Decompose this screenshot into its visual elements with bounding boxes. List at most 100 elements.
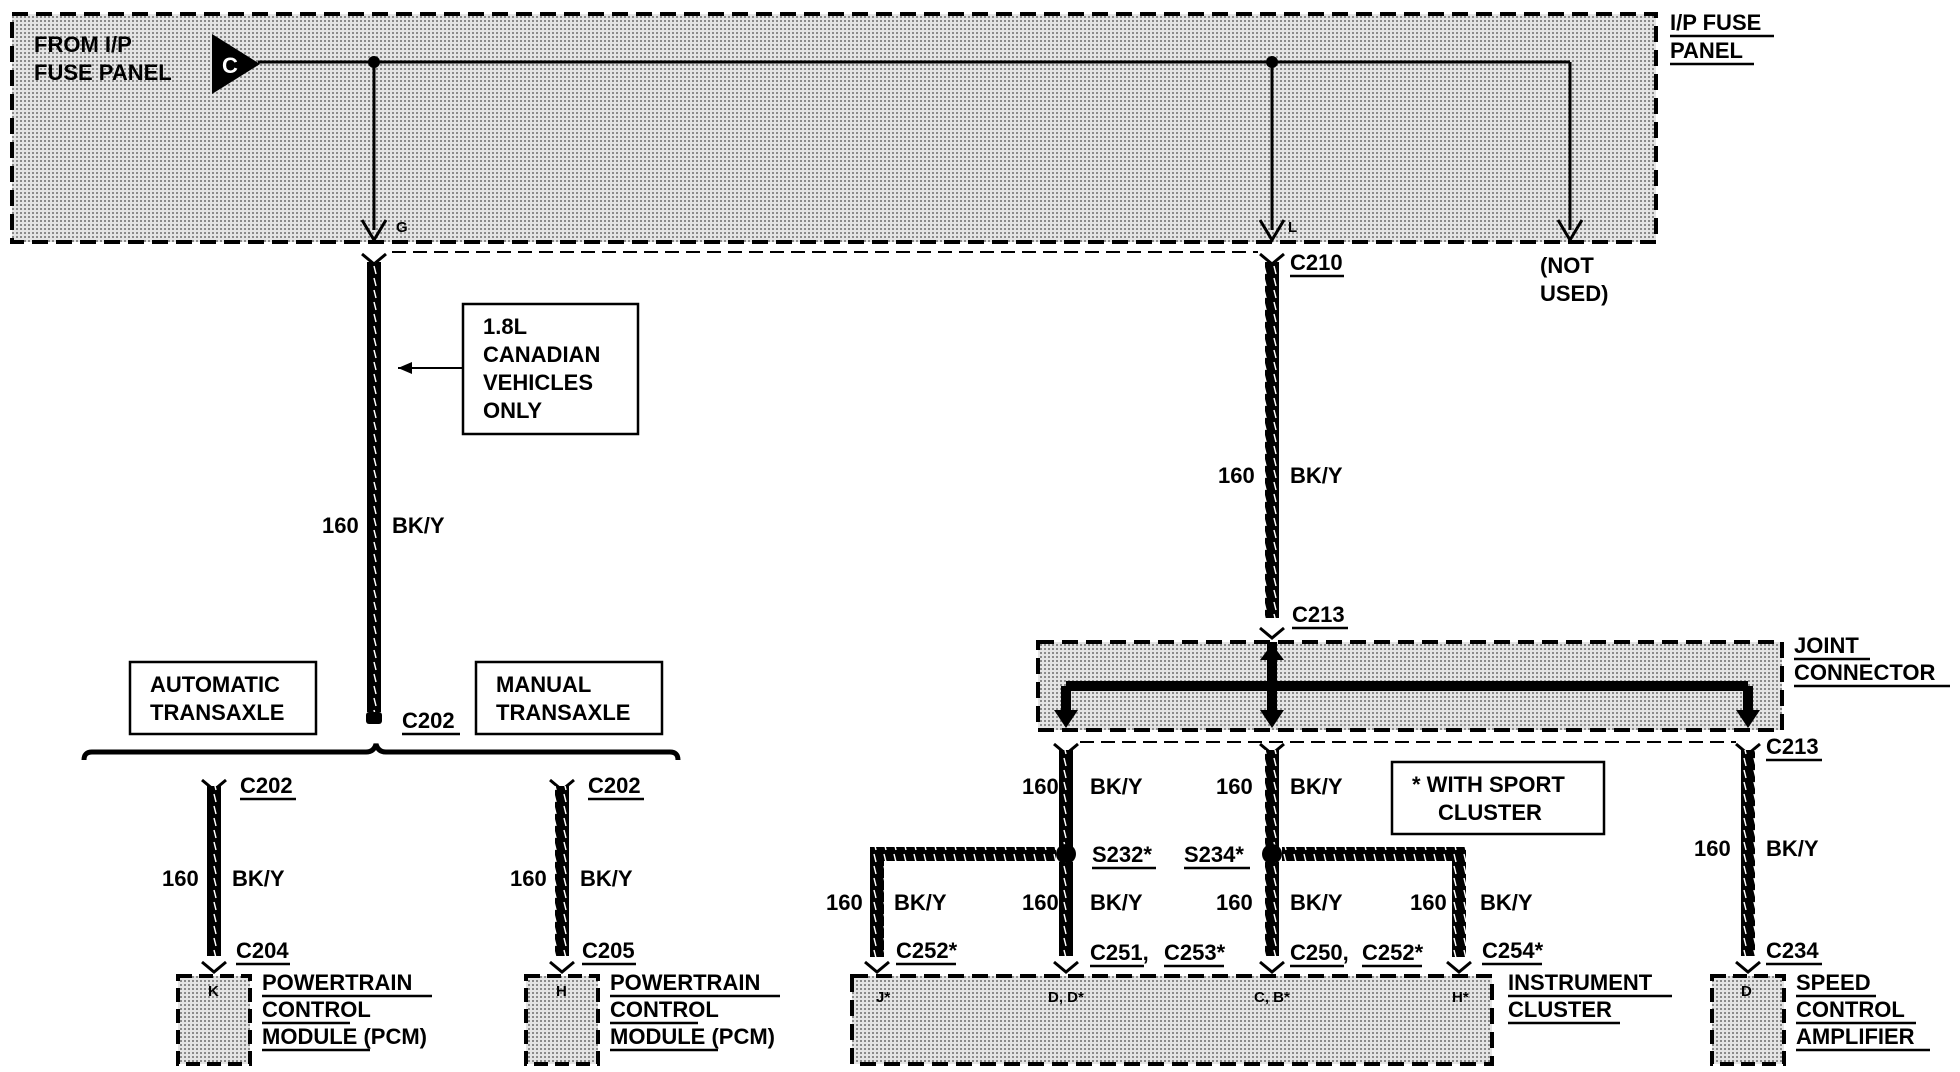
wire-drop-s234 bbox=[1259, 742, 1285, 850]
wire-s234-to-cluster bbox=[1259, 862, 1285, 974]
sport-cluster-note-box: * WITH SPORT CLUSTER bbox=[1390, 760, 1606, 836]
s234-drop-color: BK/Y bbox=[1290, 774, 1343, 799]
svg-text:I/P FUSE: I/P FUSE bbox=[1670, 10, 1761, 35]
pcm2-color: BK/Y bbox=[580, 866, 633, 891]
svg-text:J*: J* bbox=[876, 989, 890, 1006]
speed-control-connector: D bbox=[1710, 974, 1786, 1066]
right-main-color: BK/Y bbox=[1290, 463, 1343, 488]
from-ip-line1: FROM I/P bbox=[34, 32, 132, 57]
pcm1-gauge: 160 bbox=[162, 866, 199, 891]
j-branch-color: BK/Y bbox=[894, 890, 947, 915]
not-used-line2: USED) bbox=[1540, 281, 1608, 306]
svg-text:D, D*: D, D* bbox=[1048, 989, 1084, 1006]
c252-star-j: C252* bbox=[896, 938, 958, 963]
h-branch-gauge: 160 bbox=[1410, 890, 1447, 915]
svg-text:CLUSTER: CLUSTER bbox=[1438, 800, 1542, 825]
wire-to-pcm-c204 bbox=[201, 778, 227, 974]
pcm-label-1: POWERTRAIN CONTROL MODULE (PCM) bbox=[262, 970, 432, 1052]
pcm-label-2: POWERTRAIN CONTROL MODULE (PCM) bbox=[610, 970, 780, 1052]
c250: C250, bbox=[1290, 940, 1349, 965]
svg-text:INSTRUMENT: INSTRUMENT bbox=[1508, 970, 1653, 995]
svg-text:AUTOMATIC: AUTOMATIC bbox=[150, 672, 280, 697]
s232-label: S232* bbox=[1092, 842, 1152, 867]
left-main-color: BK/Y bbox=[392, 513, 445, 538]
svg-text:MODULE (PCM): MODULE (PCM) bbox=[262, 1024, 427, 1049]
splice-s234 bbox=[1262, 844, 1282, 864]
s232-drop-gauge: 160 bbox=[1022, 774, 1059, 799]
svg-text:CONNECTOR: CONNECTOR bbox=[1794, 660, 1935, 685]
c213-right: C213 bbox=[1766, 734, 1819, 759]
instrument-cluster-title: INSTRUMENT CLUSTER bbox=[1508, 970, 1672, 1025]
s234-label: S234* bbox=[1184, 842, 1244, 867]
wire-left-main bbox=[361, 252, 462, 724]
c254-star: C254* bbox=[1482, 938, 1544, 963]
svg-text:H: H bbox=[556, 983, 567, 1000]
svg-text:D: D bbox=[1741, 983, 1752, 1000]
ip-fuse-panel-title: I/P FUSE PANEL bbox=[1670, 10, 1774, 66]
c202-right: C202 bbox=[588, 773, 641, 798]
c202-left: C202 bbox=[240, 773, 293, 798]
svg-text:ONLY: ONLY bbox=[483, 398, 542, 423]
c213-top: C213 bbox=[1292, 602, 1345, 627]
svg-text:POWERTRAIN: POWERTRAIN bbox=[262, 970, 412, 995]
c210: C210 bbox=[1290, 250, 1343, 275]
c234: C234 bbox=[1766, 938, 1819, 963]
d-branch-gauge: 160 bbox=[1022, 890, 1059, 915]
c-branch-gauge: 160 bbox=[1216, 890, 1253, 915]
c204: C204 bbox=[236, 938, 289, 963]
automatic-transaxle-box: AUTOMATIC TRANSAXLE bbox=[128, 660, 318, 736]
svg-text:AMPLIFIER: AMPLIFIER bbox=[1796, 1024, 1915, 1049]
svg-text:SPEED: SPEED bbox=[1796, 970, 1871, 995]
svg-text:POWERTRAIN: POWERTRAIN bbox=[610, 970, 760, 995]
right-main-gauge: 160 bbox=[1218, 463, 1255, 488]
instrument-cluster-connector: J* D, D* C, B* H* bbox=[850, 974, 1494, 1066]
svg-text:VEHICLES: VEHICLES bbox=[483, 370, 593, 395]
c-branch-color: BK/Y bbox=[1290, 890, 1343, 915]
canadian-note-box: 1.8L CANADIAN VEHICLES ONLY bbox=[461, 302, 640, 436]
svg-text:PANEL: PANEL bbox=[1670, 38, 1743, 63]
left-main-gauge: 160 bbox=[322, 513, 359, 538]
svg-text:MANUAL: MANUAL bbox=[496, 672, 591, 697]
ip-fuse-panel: C FROM I/P FUSE PANEL G L bbox=[10, 12, 1658, 244]
svg-text:CONTROL: CONTROL bbox=[1796, 997, 1905, 1022]
pcm2-gauge: 160 bbox=[510, 866, 547, 891]
speed-control-amplifier-title: SPEED CONTROL AMPLIFIER bbox=[1796, 970, 1930, 1052]
c253-star: C253* bbox=[1164, 940, 1226, 965]
wire-to-pcm-c205 bbox=[549, 778, 575, 974]
joint-connector-title: JOINT CONNECTOR bbox=[1794, 633, 1950, 688]
c234-drop-color: BK/Y bbox=[1766, 836, 1819, 861]
svg-text:1.8L: 1.8L bbox=[483, 314, 527, 339]
wire-s232-to-cluster bbox=[1053, 862, 1079, 974]
pin-g: G bbox=[396, 219, 408, 236]
svg-text:K: K bbox=[208, 983, 219, 1000]
wire-drop-c234 bbox=[1735, 742, 1761, 974]
manual-transaxle-box: MANUAL TRANSAXLE bbox=[474, 660, 664, 736]
from-ip-line2: FUSE PANEL bbox=[34, 60, 172, 85]
pcm-connector-k: K bbox=[176, 974, 252, 1066]
c205: C205 bbox=[582, 938, 635, 963]
pin-l: L bbox=[1288, 219, 1297, 236]
wire-right-main bbox=[1259, 252, 1285, 640]
c251: C251, bbox=[1090, 940, 1149, 965]
h-branch-color: BK/Y bbox=[1480, 890, 1533, 915]
not-used-line1: (NOT bbox=[1540, 253, 1594, 278]
wire-run-to-j bbox=[864, 847, 1056, 974]
s234-drop-gauge: 160 bbox=[1216, 774, 1253, 799]
svg-text:C, B*: C, B* bbox=[1254, 989, 1290, 1006]
source-connector-c bbox=[212, 34, 260, 94]
pcm1-color: BK/Y bbox=[232, 866, 285, 891]
j-branch-gauge: 160 bbox=[826, 890, 863, 915]
svg-text:JOINT: JOINT bbox=[1794, 633, 1859, 658]
svg-text:H*: H* bbox=[1452, 989, 1469, 1006]
c234-drop-gauge: 160 bbox=[1694, 836, 1731, 861]
transaxle-bracket bbox=[81, 743, 681, 761]
c252-star-c: C252* bbox=[1362, 940, 1424, 965]
source-connector-letter: C bbox=[222, 53, 238, 78]
c202-main: C202 bbox=[402, 708, 455, 733]
svg-text:TRANSAXLE: TRANSAXLE bbox=[496, 700, 630, 725]
pcm-connector-h: H bbox=[524, 974, 600, 1066]
wire-run-to-h bbox=[1282, 847, 1472, 974]
svg-text:CLUSTER: CLUSTER bbox=[1508, 997, 1612, 1022]
svg-text:* WITH SPORT: * WITH SPORT bbox=[1412, 772, 1565, 797]
